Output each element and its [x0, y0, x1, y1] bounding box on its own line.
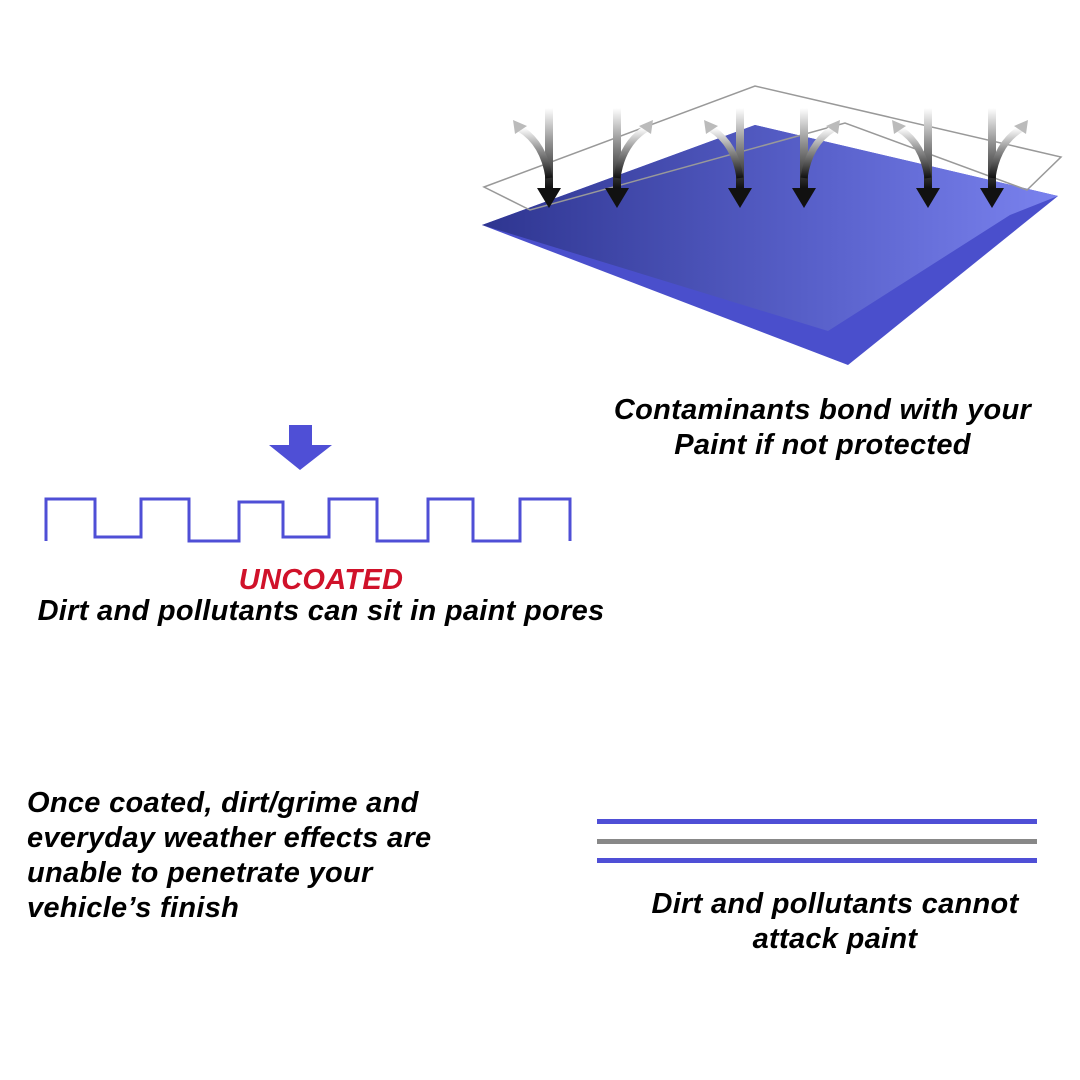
coating-layers: [597, 819, 1037, 863]
contaminant-arrow-icon: [980, 108, 1028, 208]
paint-surface-illustration: [482, 85, 1063, 365]
paint-pores-profile: [44, 497, 572, 543]
contaminant-plane-outline: [482, 85, 1063, 211]
coating-layer-middle: [597, 839, 1037, 844]
contaminant-arrows: [513, 108, 1028, 208]
contaminant-arrow-icon: [605, 108, 653, 208]
contaminant-arrow-icon: [792, 108, 840, 208]
uncoated-label: UNCOATED: [238, 564, 404, 596]
top-caption: Contaminants bond with your Paint if not…: [613, 394, 1032, 461]
coating-layer-bottom: [597, 858, 1037, 863]
contaminant-arrow-icon: [513, 108, 561, 208]
down-arrow-icon: [269, 425, 332, 470]
uncoated-caption: Dirt and pollutants can sit in paint por…: [37, 595, 605, 627]
coating-layer-top: [597, 819, 1037, 824]
coated-caption: Dirt and pollutants cannot attack paint: [651, 888, 1019, 955]
paint-plate-top: [482, 125, 1058, 331]
coated-description: Once coated, dirt/grime and everyday wea…: [27, 787, 432, 924]
contaminant-arrow-icon: [892, 108, 940, 208]
contaminant-arrow-icon: [704, 108, 752, 208]
